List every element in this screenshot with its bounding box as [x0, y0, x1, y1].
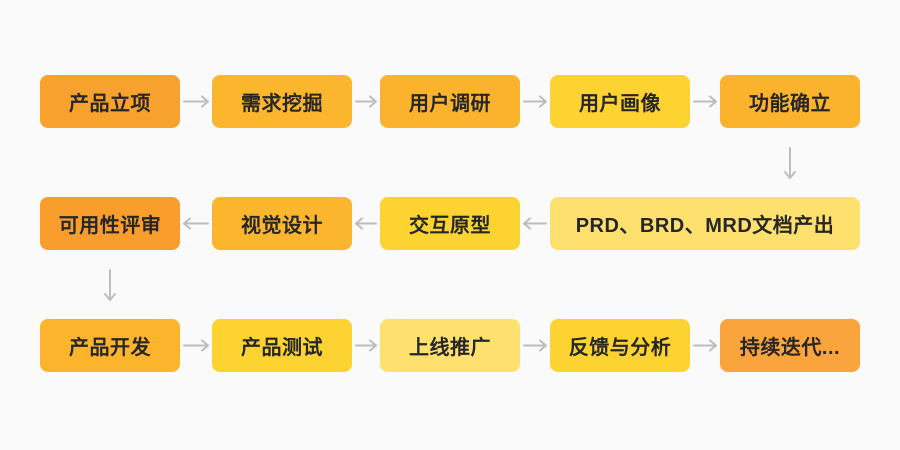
flow-node-label: 持续迭代... [739, 337, 841, 359]
flow-arrow-right-11 [355, 339, 377, 352]
flow-node-label: 视觉设计 [241, 215, 323, 237]
flow-node-label: 反馈与分析 [568, 337, 672, 359]
flow-node-label: 功能确立 [749, 93, 831, 115]
flow-node-9: 可用性评审 [40, 197, 180, 250]
flow-arrow-down-5 [784, 147, 796, 179]
flow-node-label: 需求挖掘 [241, 93, 323, 115]
flow-node-label: 用户调研 [409, 93, 491, 115]
flow-arrow-right-2 [355, 95, 377, 108]
flow-node-label: 产品测试 [241, 337, 323, 359]
flow-arrow-right-10 [183, 339, 209, 352]
flow-arrow-right-13 [693, 339, 717, 352]
flow-arrow-right-3 [523, 95, 547, 108]
flow-node-2: 需求挖掘 [212, 75, 352, 128]
flow-node-label: 产品开发 [69, 337, 151, 359]
flow-arrow-down-9 [104, 269, 116, 301]
flow-node-label: 上线推广 [409, 337, 491, 359]
flow-node-7: 交互原型 [380, 197, 520, 250]
flow-node-label: 用户画像 [579, 93, 661, 115]
flow-node-12: 上线推广 [380, 319, 520, 372]
flow-node-label: PRD、BRD、MRD文档产出 [575, 215, 835, 237]
flow-node-10: 产品开发 [40, 319, 180, 372]
flow-node-6: PRD、BRD、MRD文档产出 [550, 197, 860, 250]
flow-arrow-left-8 [183, 217, 209, 230]
flow-arrow-left-6 [523, 217, 547, 230]
flow-node-5: 功能确立 [720, 75, 860, 128]
flow-node-3: 用户调研 [380, 75, 520, 128]
flow-node-label: 交互原型 [409, 215, 491, 237]
flow-arrow-right-1 [183, 95, 209, 108]
flow-node-1: 产品立项 [40, 75, 180, 128]
flow-arrow-right-12 [523, 339, 547, 352]
flow-node-11: 产品测试 [212, 319, 352, 372]
flow-node-13: 反馈与分析 [550, 319, 690, 372]
flow-node-8: 视觉设计 [212, 197, 352, 250]
flow-arrow-right-4 [693, 95, 717, 108]
flow-node-label: 可用性评审 [58, 215, 162, 237]
flow-node-14: 持续迭代... [720, 319, 860, 372]
flow-node-4: 用户画像 [550, 75, 690, 128]
flow-node-label: 产品立项 [69, 93, 151, 115]
flow-arrow-left-7 [355, 217, 377, 230]
